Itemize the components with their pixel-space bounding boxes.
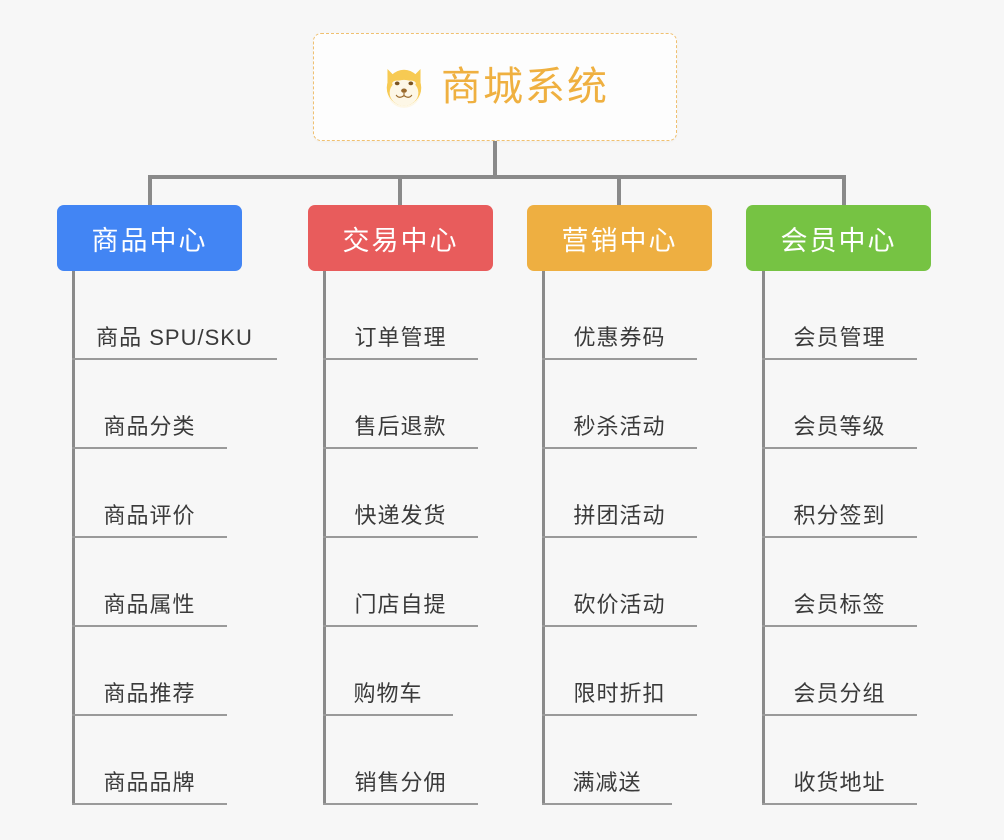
leaf-label: 商品属性 xyxy=(103,592,196,617)
leaf-label: 销售分佣 xyxy=(354,770,447,795)
leaf-item[interactable]: 积分签到 xyxy=(762,449,917,538)
leaf-item[interactable]: 会员标签 xyxy=(762,538,917,627)
leaf-item[interactable]: 收货地址 xyxy=(762,716,917,805)
leaf-item[interactable]: 快递发货 xyxy=(323,449,478,538)
leaf-label: 商品品牌 xyxy=(103,770,196,795)
leaf-item[interactable]: 门店自提 xyxy=(323,538,478,627)
leaf-item[interactable]: 限时折扣 xyxy=(542,627,697,716)
leaf-item[interactable]: 满减送 xyxy=(542,716,672,805)
leaf-item[interactable]: 会员管理 xyxy=(762,271,917,360)
leaf-label: 商品评价 xyxy=(103,503,196,528)
leaf-label: 会员标签 xyxy=(793,592,886,617)
leaf-label: 会员等级 xyxy=(793,414,886,439)
leaf-item[interactable]: 售后退款 xyxy=(323,360,478,449)
connector-horizontal-bus xyxy=(148,175,846,179)
leaf-item[interactable]: 销售分佣 xyxy=(323,716,478,805)
leaf-item[interactable]: 拼团活动 xyxy=(542,449,697,538)
leaf-label: 收货地址 xyxy=(793,770,886,795)
leaf-item[interactable]: 会员分组 xyxy=(762,627,917,716)
connector-drop-2 xyxy=(398,175,402,207)
leaf-label: 售后退款 xyxy=(354,414,447,439)
leaf-item[interactable]: 商品分类 xyxy=(72,360,227,449)
branch-box-会员中心[interactable]: 会员中心 xyxy=(746,205,931,271)
branch-box-交易中心[interactable]: 交易中心 xyxy=(308,205,493,271)
leaf-item[interactable]: 商品推荐 xyxy=(72,627,227,716)
leaf-label: 商品 SPU/SKU xyxy=(96,325,253,350)
leaf-label: 满减送 xyxy=(572,770,642,795)
branch-label: 会员中心 xyxy=(780,225,897,256)
leaf-label: 会员分组 xyxy=(793,681,886,706)
leaf-label: 快递发货 xyxy=(354,503,447,528)
connector-drop-1 xyxy=(148,175,152,207)
leaf-label: 订单管理 xyxy=(354,325,447,350)
leaf-spine-2 xyxy=(323,271,326,805)
connector-drop-3 xyxy=(617,175,621,207)
leaf-label: 秒杀活动 xyxy=(573,414,666,439)
branch-label: 营销中心 xyxy=(561,225,678,256)
leaf-item[interactable]: 商品属性 xyxy=(72,538,227,627)
leaf-label: 砍价活动 xyxy=(573,592,666,617)
leaf-label: 商品推荐 xyxy=(103,681,196,706)
leaf-label: 门店自提 xyxy=(354,592,447,617)
connector-root-stem xyxy=(493,141,497,178)
leaf-label: 购物车 xyxy=(353,681,423,706)
leaf-spine-3 xyxy=(542,271,545,805)
branch-label: 商品中心 xyxy=(91,225,208,256)
leaf-item[interactable]: 商品品牌 xyxy=(72,716,227,805)
leaf-item[interactable]: 会员等级 xyxy=(762,360,917,449)
shiba-dog-face-icon xyxy=(381,64,427,110)
leaf-spine-4 xyxy=(762,271,765,805)
leaf-label: 优惠券码 xyxy=(573,325,666,350)
leaf-label: 商品分类 xyxy=(103,414,196,439)
leaf-label: 拼团活动 xyxy=(573,503,666,528)
branch-box-营销中心[interactable]: 营销中心 xyxy=(527,205,712,271)
leaf-item[interactable]: 购物车 xyxy=(323,627,453,716)
leaf-label: 积分签到 xyxy=(793,503,886,528)
leaf-item[interactable]: 商品 SPU/SKU xyxy=(72,271,277,360)
root-node[interactable]: 商城系统 xyxy=(313,33,677,141)
branch-box-商品中心[interactable]: 商品中心 xyxy=(57,205,242,271)
leaf-item[interactable]: 砍价活动 xyxy=(542,538,697,627)
leaf-item[interactable]: 订单管理 xyxy=(323,271,478,360)
leaf-spine-1 xyxy=(72,271,75,805)
leaf-item[interactable]: 商品评价 xyxy=(72,449,227,538)
branch-label: 交易中心 xyxy=(342,225,459,256)
leaf-item[interactable]: 优惠券码 xyxy=(542,271,697,360)
leaf-label: 限时折扣 xyxy=(573,681,666,706)
leaf-label: 会员管理 xyxy=(793,325,886,350)
root-title: 商城系统 xyxy=(441,65,609,109)
leaf-item[interactable]: 秒杀活动 xyxy=(542,360,697,449)
connector-drop-4 xyxy=(842,175,846,207)
